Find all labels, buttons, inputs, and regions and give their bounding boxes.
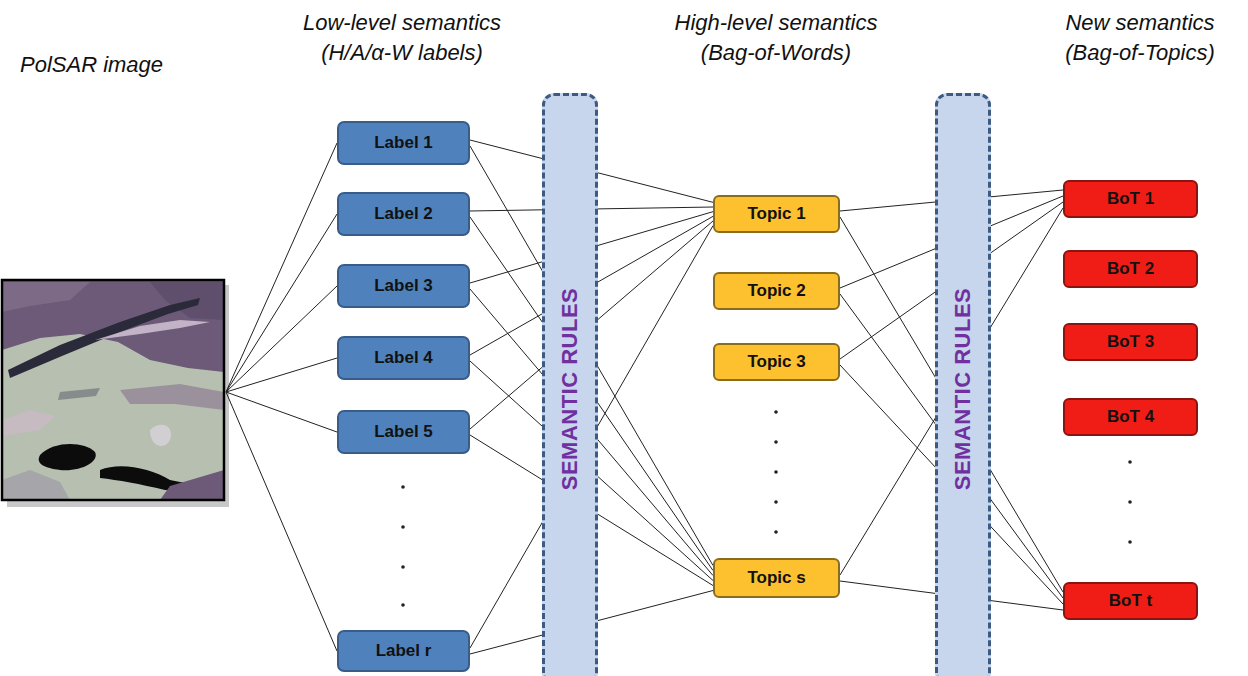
label-box: Label 5 <box>337 410 470 454</box>
column-heading: Low-level semantics <box>303 10 501 36</box>
box-label: Topic s <box>747 568 805 588</box>
column-heading: High-level semantics <box>675 10 878 36</box>
box-label: Label 1 <box>374 133 433 153</box>
column-heading: (H/A/α-W labels) <box>321 40 483 66</box>
box-label: Label 3 <box>374 276 433 296</box>
box-label: BoT 3 <box>1107 332 1154 352</box>
topic-box: Topic 1 <box>713 195 840 233</box>
box-label: Topic 1 <box>747 204 805 224</box>
bot-box: BoT 3 <box>1063 323 1198 361</box>
bot-box: BoT t <box>1063 582 1198 620</box>
column-heading: (Bag-of-Words) <box>701 40 851 66</box>
label-box: Label r <box>337 630 470 672</box>
box-label: Topic 3 <box>747 352 805 372</box>
column-heading: PolSAR image <box>20 52 163 78</box>
box-label: Label 5 <box>374 422 433 442</box>
box-label: BoT 2 <box>1107 259 1154 279</box>
band-title: SEMANTIC RULES <box>950 288 976 491</box>
box-label: BoT 1 <box>1107 189 1154 209</box>
label-box: Label 4 <box>337 336 470 380</box>
column-heading: (Bag-of-Topics) <box>1065 40 1215 66</box>
column-heading: New semantics <box>1065 10 1214 36</box>
box-label: BoT t <box>1109 591 1152 611</box>
band-title: SEMANTIC RULES <box>557 288 583 491</box>
rules-band: SEMANTIC RULES <box>935 93 991 676</box>
box-label: Topic 2 <box>747 281 805 301</box>
image-wires <box>226 143 337 651</box>
box-label: BoT 4 <box>1107 407 1154 427</box>
topic-box: Topic 3 <box>713 343 840 381</box>
box-label: Label 4 <box>374 348 433 368</box>
bot-box: BoT 2 <box>1063 250 1198 288</box>
topic-box: Topic 2 <box>713 272 840 310</box>
image-border <box>2 280 224 500</box>
rules-band: SEMANTIC RULES <box>542 93 598 676</box>
topic-box: Topic s <box>713 558 840 598</box>
bot-box: BoT 1 <box>1063 180 1198 218</box>
polsar-picture <box>2 280 224 500</box>
label-box: Label 2 <box>337 192 470 236</box>
label-box: Label 3 <box>337 264 470 308</box>
bot-box: BoT 4 <box>1063 398 1198 436</box>
box-label: Label r <box>376 641 432 661</box>
label-box: Label 1 <box>337 121 470 165</box>
box-label: Label 2 <box>374 204 433 224</box>
